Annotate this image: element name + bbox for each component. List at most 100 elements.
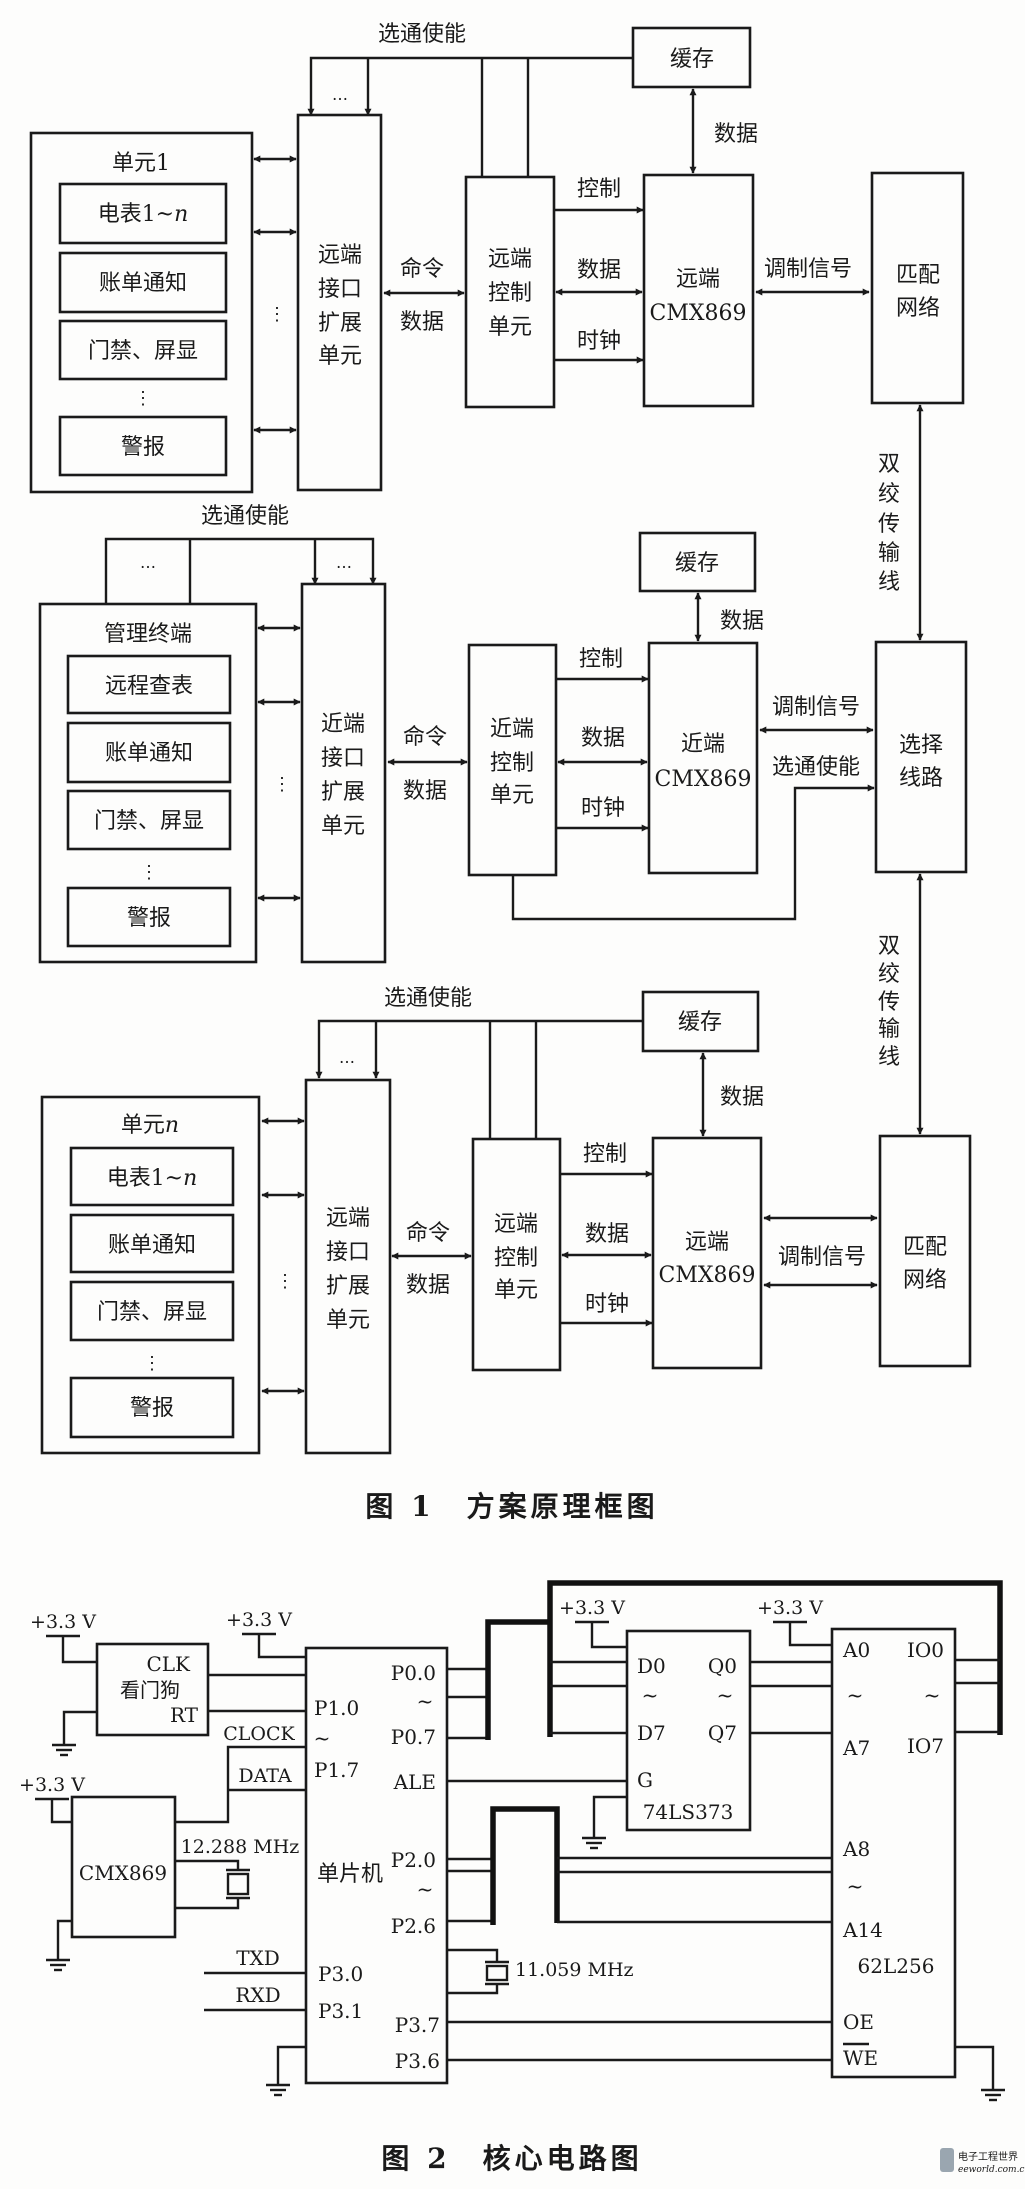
ground-icon [582,1836,606,1850]
pin-a14: A14 [842,1918,883,1942]
data-label: 数据 [400,310,444,335]
clock-label: 时钟 [577,329,621,354]
vcc-mcu-label: +3.3 V [226,1609,292,1631]
crystal-frequency-label: 12.288 MHz [181,1836,300,1858]
interface-label: 单元 [321,814,365,839]
matching-label: 匹配 [903,1235,947,1260]
modulation-label: 调制信号 [778,1245,866,1270]
unit-item-box [58,182,228,245]
pin-p3-6: P3.6 [395,2049,440,2073]
controller-label: 近端 [490,717,534,742]
crystal-wire [175,1898,240,1910]
vcc-wire [257,1634,306,1659]
unit-item-box [66,886,232,948]
strobe-enable-line [315,1019,643,1079]
pin-ale: ALE [393,1770,436,1794]
pin-tilde: ~ [314,1726,331,1750]
vdots-label: ⋮ [143,1353,161,1374]
pin-tilde: ~ [417,1689,434,1713]
pin-q0: Q0 [708,1654,737,1678]
vdots-label: ⋮ [268,304,286,325]
cache-label: 缓存 [675,551,719,576]
unit-item-label: 门禁、屏显 [88,339,198,364]
unit-item-box [69,1376,235,1439]
controller-label: 单元 [494,1278,538,1303]
pin-p3-1: P3.1 [318,1999,363,2023]
clock-wire [175,1745,306,1824]
controller-label: 控制 [494,1246,538,1271]
twisted-pair-label: 双 [878,934,900,959]
controller-label: 控制 [490,751,534,776]
unit-title: 单元n [121,1113,179,1138]
vcc-wire [50,1799,72,1824]
crystal-icon [226,1868,250,1900]
unit-item-label: 电表1~n [98,202,189,227]
unit-title: 管理终端 [104,622,192,647]
unit-item-box [69,1280,235,1342]
pin-p3-7: P3.7 [395,2013,440,2037]
unit-item-box [66,721,232,784]
pin-p2-0: P2.0 [391,1848,436,1872]
remote-controller-box [471,1137,562,1372]
unit-item-box [66,654,232,715]
cache-label: 缓存 [670,47,714,72]
txd-label: TXD [236,1946,280,1970]
interface-label: 单元 [318,344,362,369]
cache-data-label: 数据 [714,122,758,147]
clock-label: 时钟 [585,1292,629,1317]
twisted-pair-label: 线 [878,570,900,595]
crystal-wire [447,1984,499,1995]
strobe-enable-label: 选通使能 [201,504,289,529]
cache-label: 缓存 [678,1010,722,1035]
twisted-pair-label: 传 [878,512,900,537]
control-label: 控制 [577,177,621,202]
pin-p2-6: P2.6 [391,1914,436,1938]
watchdog-box [95,1642,210,1737]
cache-data-label: 数据 [720,1085,764,1110]
ground-icon [52,1743,76,1757]
data-label: 数据 [406,1273,450,1298]
vcc-ram-label: +3.3 V [757,1597,823,1619]
command-label: 命令 [400,257,444,282]
pin-d0: D0 [637,1654,666,1678]
ellipsis-label: … [336,553,352,572]
cmx869-label: CMX869 [79,1861,167,1885]
rxd-label: RXD [235,1983,280,2007]
interface-label: 扩展 [326,1274,370,1299]
management-terminal-box [38,602,258,964]
cmx-label: 近端 [681,732,725,757]
strobe-enable-line [104,537,377,604]
cmx869-chip-box [70,1795,177,1939]
modulation-label: 调制信号 [764,257,852,282]
unit-item-label: 警报 [127,906,171,931]
command-label: 命令 [403,725,447,750]
pin-tilde: ~ [924,1683,941,1707]
unit-item-label: 警报 [130,1396,174,1421]
latch-74ls373-box [625,1629,752,1832]
unit-item-box [58,251,228,314]
interface-label: 近端 [321,712,365,737]
pin-tilde: ~ [642,1683,659,1707]
pin-a8: A8 [842,1837,870,1861]
interface-label: 接口 [321,746,365,771]
cmx-label: 远端 [685,1230,729,1255]
unit-item-label-variable: n [174,202,188,227]
cache-data-label: 数据 [720,609,764,634]
ground-wire [56,1919,72,1960]
unit-item-label-variable: n [183,1166,197,1191]
pin-oe: OE [843,2010,874,2034]
matching-label: 网络 [903,1268,947,1293]
unit-item-label: 账单通知 [108,1233,196,1258]
data-label: 数据 [403,779,447,804]
crystal-icon [485,1960,509,1986]
watermark-site: eeworld.com.cn [958,2165,1025,2175]
unit-item-box [69,1213,235,1274]
vcc-wire [61,1636,97,1664]
twisted-pair-label: 输 [878,541,900,566]
unit-item-label: 远程查表 [105,674,193,699]
pin-tilde: ~ [717,1683,734,1707]
controller-label: 单元 [488,315,532,340]
vcc-wire [788,1622,832,1647]
figure-1-caption: 图 1 方案原理框图 [365,1490,658,1523]
selector-circuit-box [874,640,968,874]
